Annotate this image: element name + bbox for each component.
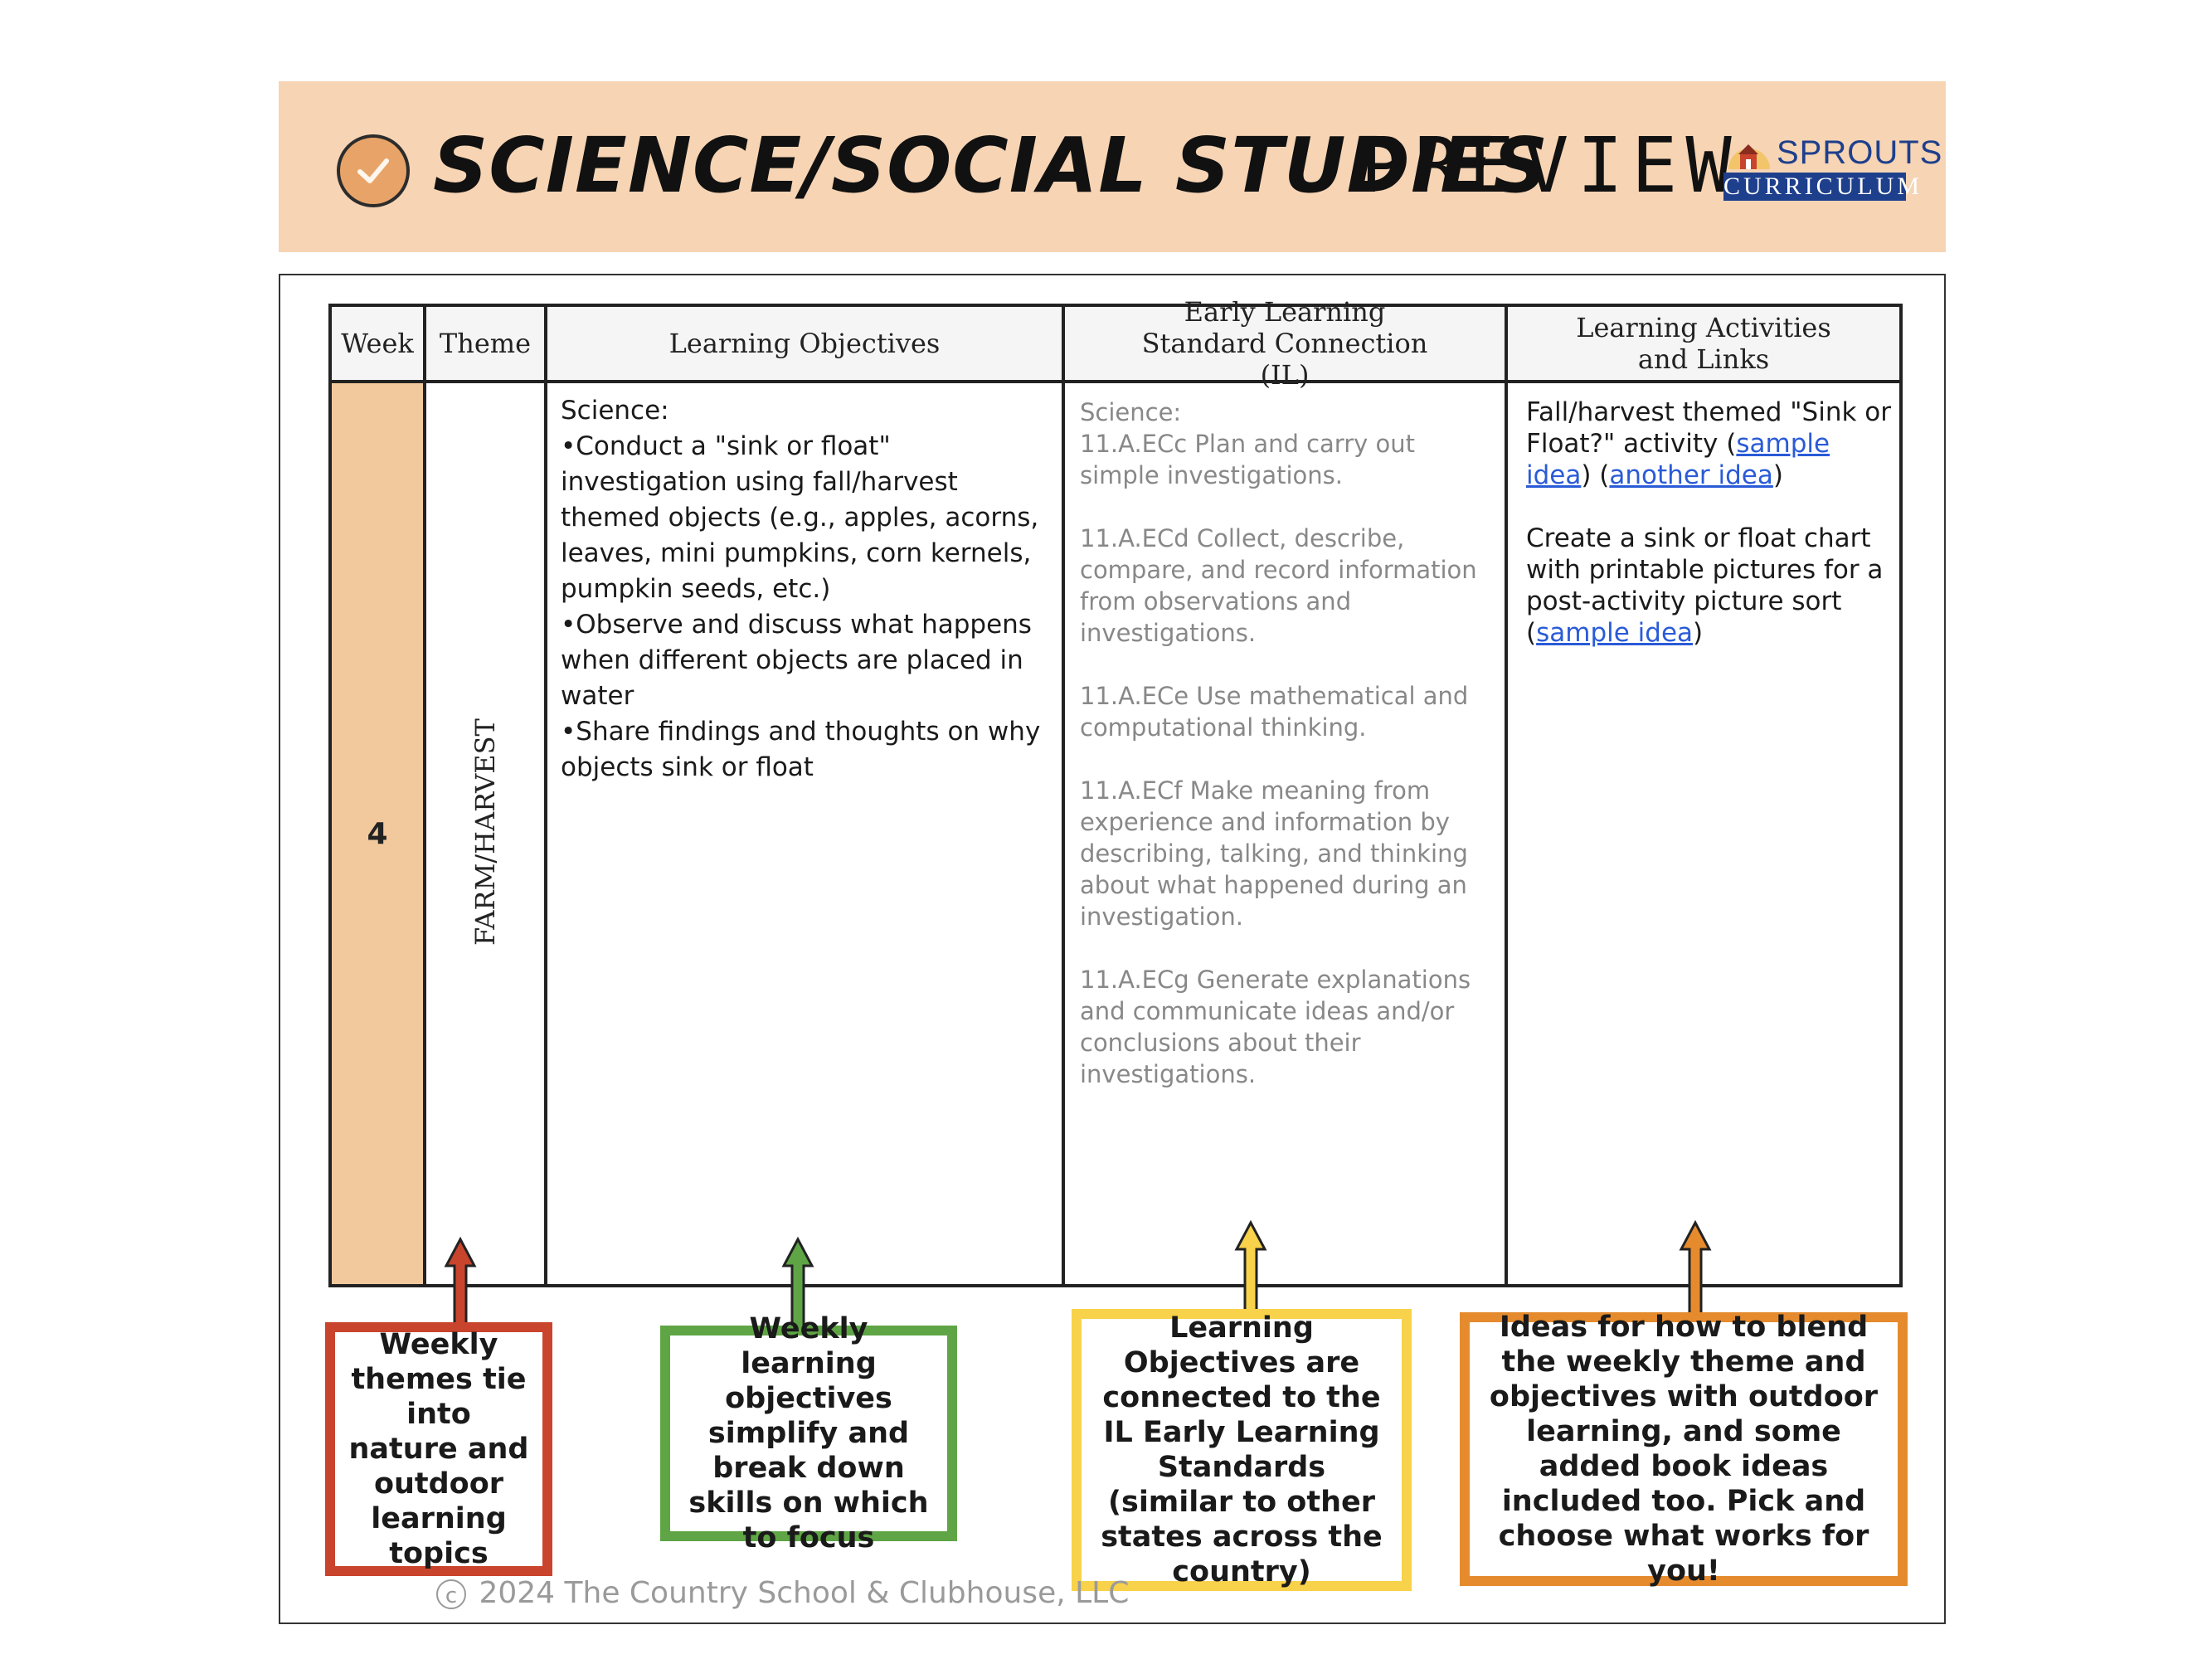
header-objectives: Learning Objectives xyxy=(547,307,1062,380)
standard-item: 11.A.ECd Collect, describe, compare, and… xyxy=(1080,524,1477,647)
sun-farm-icon xyxy=(1728,144,1770,169)
copyright-text: 2024 The Country School & Clubhouse, LLC xyxy=(479,1576,1130,1610)
objective-item: •Share findings and thoughts on why obje… xyxy=(561,717,1041,782)
table-col-divider xyxy=(423,304,426,1287)
week-column-fill xyxy=(332,383,423,1284)
paren: ) xyxy=(1693,618,1704,648)
copyright-icon: c xyxy=(436,1579,466,1609)
objectives-cell: Science: •Conduct a "sink or float" inve… xyxy=(561,393,1053,786)
orange-arrow-icon xyxy=(1679,1219,1712,1316)
copyright-notice: c 2024 The Country School & Clubhouse, L… xyxy=(436,1576,1129,1610)
activity-text: Create a sink or float chart with printa… xyxy=(1526,523,1884,616)
activity-text: Fall/harvest themed "Sink or Float?" act… xyxy=(1526,397,1892,459)
green-arrow-icon xyxy=(781,1236,814,1329)
callout-objectives: Weekly learning objectives simplify and … xyxy=(660,1312,957,1554)
activity-item: Create a sink or float chart with printa… xyxy=(1526,523,1891,649)
standard-item: 11.A.ECc Plan and carry out simple inves… xyxy=(1080,430,1416,489)
header-activities: Learning Activities and Links xyxy=(1508,307,1899,380)
callout-activities: Ideas for how to blend the weekly theme … xyxy=(1460,1311,1908,1588)
callout-standards: Learning Objectives are connected to the… xyxy=(1072,1309,1412,1591)
another-idea-link[interactable]: another idea xyxy=(1609,460,1773,490)
curriculum-table xyxy=(328,304,1903,1287)
standard-item: 11.A.ECf Make meaning from experience an… xyxy=(1080,776,1468,931)
objective-item: •Conduct a "sink or float" investigation… xyxy=(561,431,1039,604)
logo-text-top: SPROUTS xyxy=(1777,134,1943,171)
activities-cell: Fall/harvest themed "Sink or Float?" act… xyxy=(1526,397,1891,680)
sample-idea-link[interactable]: sample idea xyxy=(1536,618,1694,648)
activity-item: Fall/harvest themed "Sink or Float?" act… xyxy=(1526,397,1891,491)
standards-cell: Science: 11.A.ECc Plan and carry out sim… xyxy=(1080,397,1500,1121)
sprouts-logo: SPROUTS CURRICULUM xyxy=(1723,134,1942,201)
objective-item: •Observe and discuss what happens when d… xyxy=(561,610,1032,711)
page-subtitle: PREVIEW xyxy=(1360,121,1740,210)
paren: ) xyxy=(1772,460,1783,490)
table-col-divider xyxy=(544,304,547,1287)
standard-item: 11.A.ECe Use mathematical and computatio… xyxy=(1080,682,1469,742)
callout-themes: Weekly themes tie into nature and outdoo… xyxy=(325,1322,552,1576)
sample-idea-link[interactable]: sample idea xyxy=(1526,429,1830,490)
yellow-arrow-icon xyxy=(1234,1219,1267,1312)
week-number: 4 xyxy=(367,817,388,851)
page-title: SCIENCE/SOCIAL STUDIES xyxy=(433,121,1549,210)
table-col-divider xyxy=(1505,304,1508,1287)
logo-text-bottom: CURRICULUM xyxy=(1723,173,1923,201)
preview-frame xyxy=(279,274,1946,1624)
header-banner xyxy=(279,81,1946,252)
header-week: Week xyxy=(332,307,423,380)
objectives-heading: Science: xyxy=(561,396,669,426)
paren: ) ( xyxy=(1581,460,1610,490)
table-col-divider xyxy=(1062,304,1065,1287)
header-standards: Early Learning Standard Connection (IL) xyxy=(1065,296,1505,391)
red-arrow-icon xyxy=(444,1236,477,1327)
header-theme: Theme xyxy=(426,307,544,380)
check-circle-icon xyxy=(337,134,410,207)
paren: ( xyxy=(1526,618,1537,648)
table-header-divider xyxy=(328,380,1903,383)
paren: ( xyxy=(1726,429,1737,459)
theme-label: FARM/HARVEST xyxy=(469,718,501,946)
standards-heading: Science: xyxy=(1080,398,1182,426)
standard-item: 11.A.ECg Generate explanations and commu… xyxy=(1080,966,1471,1088)
